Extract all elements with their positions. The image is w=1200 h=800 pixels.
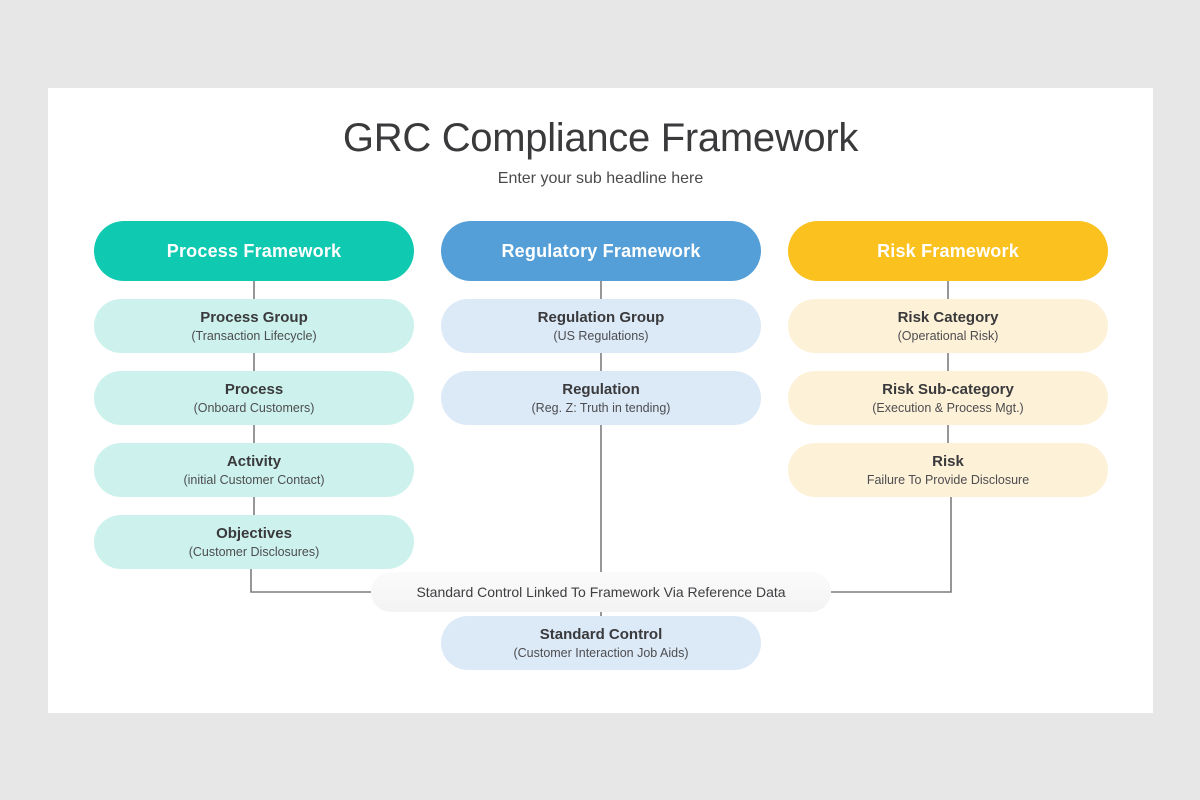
node-title: Risk Category — [897, 308, 999, 326]
node-title: Process Group — [200, 308, 308, 326]
node-subtitle: (initial Customer Contact) — [183, 472, 325, 487]
column-process-framework: Process Framework Process Group (Transac… — [94, 221, 414, 569]
node-title: Activity — [226, 452, 282, 470]
slide-card: GRC Compliance Framework Enter your sub … — [48, 88, 1153, 713]
column-header-regulatory-framework[interactable]: Regulatory Framework — [441, 221, 761, 281]
node-subtitle: (Transaction Lifecycle) — [191, 328, 317, 343]
node-risk[interactable]: Risk Failure To Provide Disclosure — [788, 443, 1108, 497]
node-risk-category[interactable]: Risk Category (Operational Risk) — [788, 299, 1108, 353]
node-title: Regulation Group — [537, 308, 665, 326]
node-subtitle: (Execution & Process Mgt.) — [872, 400, 1024, 415]
link-pill-standard-control-reference[interactable]: Standard Control Linked To Framework Via… — [371, 572, 831, 612]
node-title: Risk — [932, 452, 964, 470]
node-subtitle: (Customer Disclosures) — [188, 544, 320, 559]
node-subtitle: (Onboard Customers) — [193, 400, 315, 415]
node-activity[interactable]: Activity (initial Customer Contact) — [94, 443, 414, 497]
node-title: Regulation — [562, 380, 640, 398]
page-title: GRC Compliance Framework — [342, 116, 859, 160]
column-header-risk-framework[interactable]: Risk Framework — [788, 221, 1108, 281]
node-title: Risk Sub-category — [882, 380, 1014, 398]
column-header-process-framework[interactable]: Process Framework — [94, 221, 414, 281]
node-title: Standard Control — [539, 625, 663, 643]
node-regulation[interactable]: Regulation (Reg. Z: Truth in tending) — [441, 371, 761, 425]
node-subtitle: (Operational Risk) — [897, 328, 999, 343]
node-process[interactable]: Process (Onboard Customers) — [94, 371, 414, 425]
node-regulation-group[interactable]: Regulation Group (US Regulations) — [441, 299, 761, 353]
node-standard-control[interactable]: Standard Control (Customer Interaction J… — [441, 616, 761, 670]
node-risk-sub-category[interactable]: Risk Sub-category (Execution & Process M… — [788, 371, 1108, 425]
node-subtitle: (US Regulations) — [553, 328, 649, 343]
page-subtitle: Enter your sub headline here — [497, 170, 704, 187]
node-objectives[interactable]: Objectives (Customer Disclosures) — [94, 515, 414, 569]
node-subtitle: (Customer Interaction Job Aids) — [513, 645, 689, 660]
node-title: Objectives — [216, 524, 292, 542]
column-regulatory-framework: Regulatory Framework Regulation Group (U… — [441, 221, 761, 425]
node-subtitle: Failure To Provide Disclosure — [866, 472, 1030, 487]
node-process-group[interactable]: Process Group (Transaction Lifecycle) — [94, 299, 414, 353]
connector-risk-elbow — [831, 497, 952, 593]
node-title: Process — [224, 380, 284, 398]
node-subtitle: (Reg. Z: Truth in tending) — [531, 400, 671, 415]
column-risk-framework: Risk Framework Risk Category (Operationa… — [788, 221, 1108, 497]
